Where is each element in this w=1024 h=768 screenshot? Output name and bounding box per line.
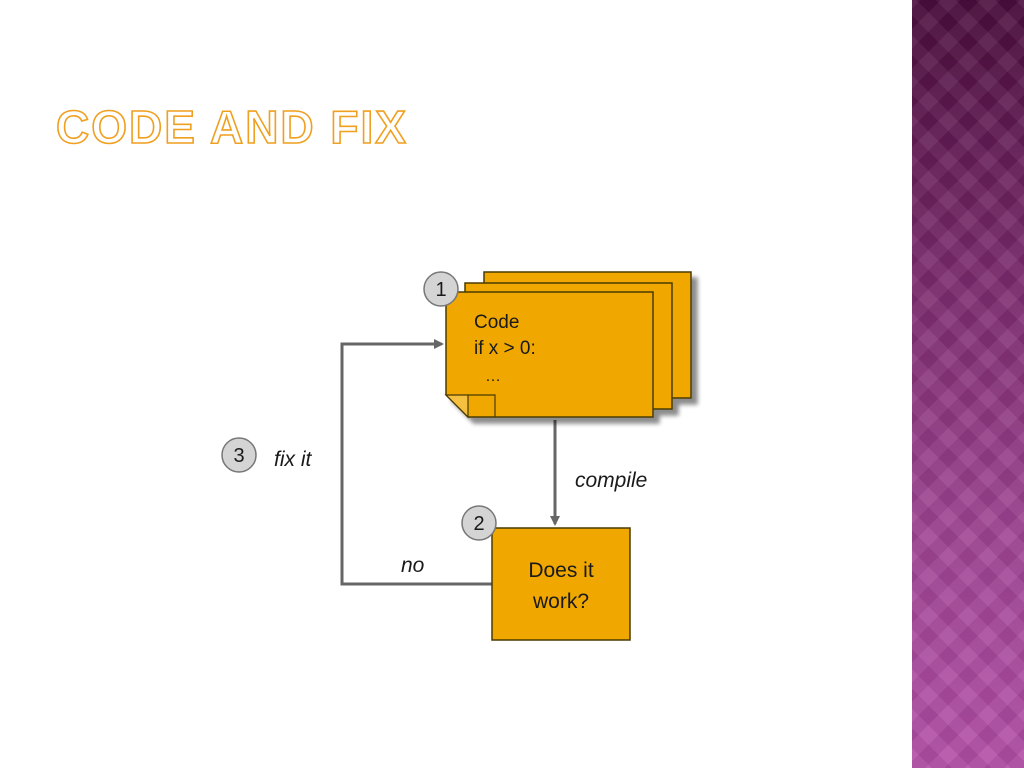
decision-text-line2: work? [532,590,589,613]
step-number: 3 [233,445,244,467]
step-badge-3: 3 [221,437,257,473]
step-badge-1: 1 [423,271,459,307]
slide-title: Code and Fix [55,101,408,153]
code-box-ellipsis: … [485,368,501,385]
decorative-side-band [912,0,1024,768]
step-badge-2: 2 [461,505,497,541]
compile-label: compile [575,469,647,492]
step-number: 1 [435,279,446,301]
code-box-title: Code [474,312,519,333]
decision-text-line1: Does it [528,559,594,582]
code-box-line: if x > 0: [474,338,536,359]
code-page-front [445,291,654,418]
fix-it-label: fix it [274,448,313,471]
page-fold-corner [444,394,469,419]
step-number: 2 [473,513,484,535]
connectors [340,339,560,586]
decision-box [491,527,631,641]
fix-loop-arrow [340,339,492,586]
code-stack [444,271,692,419]
no-label: no [401,554,425,577]
page-fold-crease [468,394,496,417]
